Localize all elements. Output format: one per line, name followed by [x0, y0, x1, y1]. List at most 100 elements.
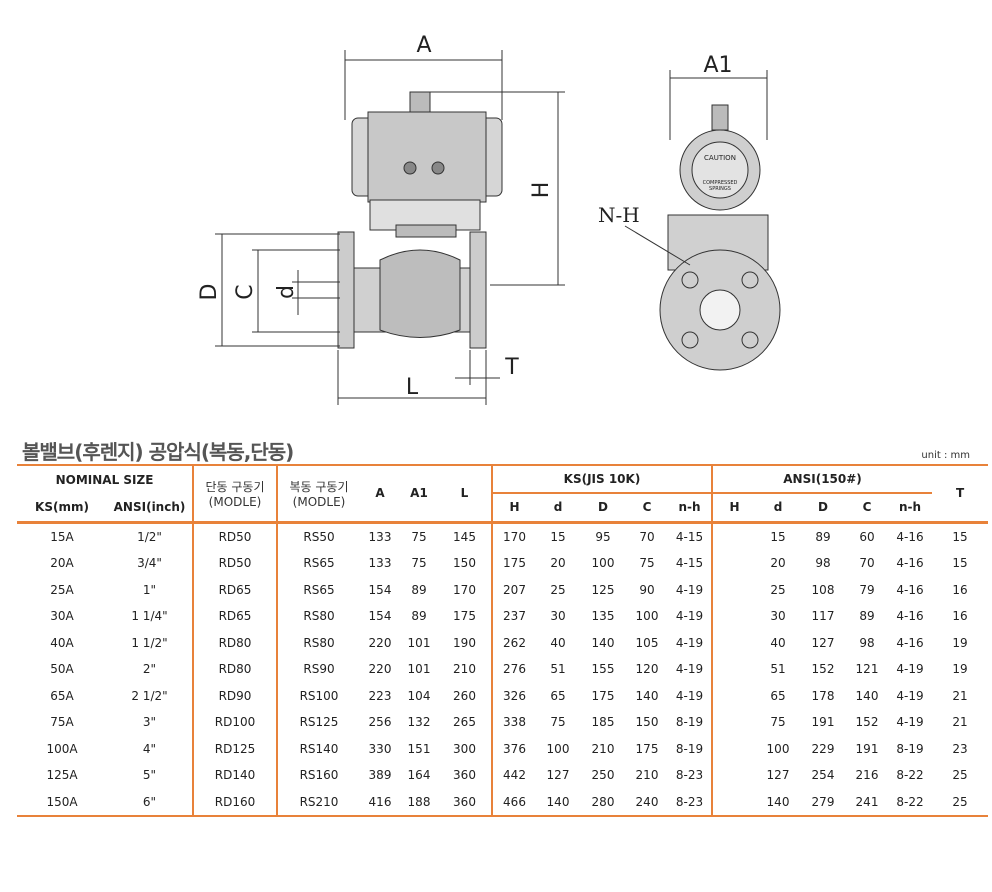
- table-cell: 8-22: [896, 794, 924, 809]
- table-cell: RS160: [276, 762, 360, 789]
- table-cell: 15: [550, 529, 566, 544]
- table-cell: 89: [411, 609, 427, 624]
- table-cell: 4-16: [896, 635, 924, 650]
- table-cell: 25: [952, 794, 968, 809]
- table-cell: RS65: [276, 576, 360, 603]
- table-cell: 170: [453, 582, 476, 597]
- table-cell: 19: [952, 662, 968, 677]
- table-cell: 75: [639, 556, 655, 571]
- dim-label-a: A: [416, 33, 431, 58]
- table-cell: 51: [550, 662, 566, 677]
- table-cell: 100: [546, 741, 570, 756]
- table-cell: 178: [811, 688, 835, 703]
- table-cell: 237: [491, 603, 536, 630]
- table-cell: 175: [453, 609, 476, 624]
- table-cell: 15: [952, 529, 968, 544]
- table-cell: 175: [491, 550, 536, 577]
- table-cell: [711, 629, 756, 656]
- caution-text: CAUTION: [704, 154, 736, 162]
- table-cell: 5": [142, 768, 157, 783]
- table-cell: 40: [550, 635, 566, 650]
- table-cell: 4-19: [675, 609, 704, 624]
- table-cell: 4-19: [896, 662, 924, 677]
- table-cell: 8-19: [675, 741, 704, 756]
- table-cell: 1 1/2": [131, 635, 168, 650]
- table-cell: 51: [770, 662, 786, 677]
- table-cell: 19: [952, 635, 968, 650]
- table-cell: 191: [855, 741, 879, 756]
- table-cell: RS65: [276, 550, 360, 577]
- table-cell: 70: [639, 529, 655, 544]
- table-cell: 16: [952, 582, 968, 597]
- table-cell: 185: [591, 715, 615, 730]
- header-ks-group: KS(JIS 10K): [491, 465, 712, 494]
- table-cell: 4-19: [675, 582, 704, 597]
- table-cell: 98: [815, 556, 831, 571]
- table-cell: 4-15: [675, 529, 704, 544]
- table-cell: 20: [770, 556, 786, 571]
- header-nominal-size: NOMINAL SIZE: [55, 472, 154, 487]
- table-cell: [711, 762, 756, 789]
- table-cell: 4-19: [675, 688, 704, 703]
- table-cell: 79: [859, 582, 875, 597]
- table-cell: 190: [453, 635, 476, 650]
- page-title: 볼밸브(후렌지) 공압식(복동,단동): [22, 440, 294, 464]
- table-cell: 140: [546, 794, 570, 809]
- dim-label-h: H: [529, 182, 554, 199]
- table-cell: 150: [453, 556, 476, 571]
- table-cell: 75: [550, 715, 566, 730]
- table-cell: 75: [411, 529, 427, 544]
- table-cell: RD50: [192, 522, 277, 550]
- table-cell: 276: [491, 656, 536, 683]
- table-cell: RD125: [192, 735, 277, 762]
- dim-label-nh: N-H: [598, 203, 640, 227]
- table-cell: 65A: [50, 688, 74, 703]
- table-cell: 105: [635, 635, 659, 650]
- table-cell: 229: [811, 741, 835, 756]
- table-cell: 75: [411, 556, 427, 571]
- table-cell: 25: [550, 582, 566, 597]
- header-ansi-nh: n-h: [898, 500, 922, 515]
- table-cell: 75A: [50, 715, 74, 730]
- header-a: A: [375, 486, 385, 501]
- table-cell: RD65: [192, 576, 277, 603]
- table-cell: 8-22: [896, 768, 924, 783]
- table-cell: 241: [855, 794, 879, 809]
- table-cell: 15: [952, 556, 968, 571]
- table-cell: 135: [591, 609, 615, 624]
- table-cell: 89: [815, 529, 831, 544]
- table-cell: RD80: [192, 656, 277, 683]
- table-cell: RS100: [276, 682, 360, 709]
- valve-dimension-drawing: A H D C d L T A1 N-H CAUTION COMPRESSED …: [197, 33, 781, 405]
- table-cell: 175: [635, 741, 659, 756]
- table-cell: 3": [142, 715, 157, 730]
- dim-label-c: C: [233, 284, 258, 299]
- table-cell: 133: [368, 556, 392, 571]
- header-ks-d: d: [553, 500, 563, 515]
- table-cell: 15: [770, 529, 786, 544]
- table-cell: 164: [407, 768, 431, 783]
- spec-table: NOMINAL SIZE 단동 구동기(MODLE) 복동 구동기(MODLE)…: [17, 464, 989, 817]
- table-cell: 4-16: [896, 609, 924, 624]
- table-cell: 23: [952, 741, 968, 756]
- table-cell: 216: [855, 768, 879, 783]
- table-cell: 65: [550, 688, 566, 703]
- table-cell: 75: [770, 715, 786, 730]
- table-cell: 16: [952, 609, 968, 624]
- header-ansi-inch: ANSI(inch): [113, 499, 186, 514]
- table-cell: RS50: [276, 522, 360, 550]
- dim-label-d-outer: D: [197, 284, 222, 301]
- table-cell: 376: [491, 735, 536, 762]
- header-double-actuator: 복동 구동기(MODLE): [276, 465, 360, 522]
- table-cell: 152: [855, 715, 879, 730]
- dim-label-a1: A1: [703, 53, 732, 78]
- table-cell: 4-19: [896, 715, 924, 730]
- table-cell: RD140: [192, 762, 277, 789]
- table-cell: [711, 576, 756, 603]
- table-cell: 60: [859, 529, 875, 544]
- table-cell: 1/2": [137, 529, 162, 544]
- table-cell: RD100: [192, 709, 277, 736]
